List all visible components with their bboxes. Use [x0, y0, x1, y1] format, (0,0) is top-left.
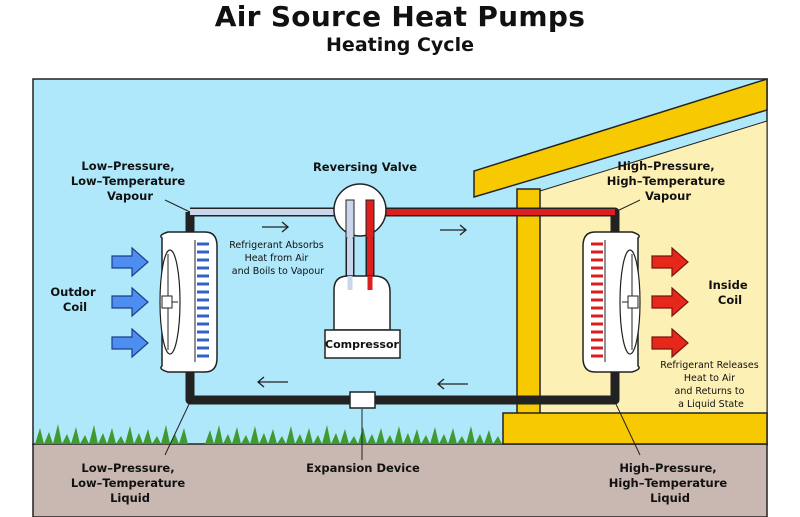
absorbs-line-2: Heat from Air	[245, 253, 309, 264]
blue-arrow-icon	[111, 286, 149, 318]
compressor	[324, 275, 401, 359]
lp-vapour-line-3: Vapour	[107, 189, 153, 203]
blue-arrow-icon	[111, 327, 149, 359]
lp-liquid-line-1: Low–Pressure,	[81, 461, 174, 475]
flow-arrows	[256, 221, 468, 390]
reversing-valve-label: Reversing Valve	[313, 160, 417, 174]
compressor-label: Compressor	[325, 338, 400, 351]
house-floor	[502, 412, 768, 445]
inside-coil-line-1: Inside	[708, 278, 747, 292]
outdoor-coil-label: Outdor Coil	[50, 285, 99, 314]
lp-liquid-line-3: Liquid	[110, 491, 150, 505]
flow-arrow-left-icon	[436, 378, 468, 390]
hp-vapour-line-3: Vapour	[645, 189, 691, 203]
releases-label: Refrigerant Releases Heat to Air and Ret…	[660, 360, 761, 410]
outdoor-coil-line-2: Coil	[63, 300, 87, 314]
reversing-valve	[333, 183, 387, 278]
house-wall-post	[516, 188, 541, 416]
red-arrow-icon	[651, 327, 689, 359]
expansion-device	[349, 391, 376, 409]
releases-line-2: Heat to Air	[684, 373, 735, 384]
hp-vapour-line-2: High–Temperature	[607, 174, 726, 188]
blue-arrow-icon	[111, 246, 149, 278]
page-subtitle: Heating Cycle	[326, 34, 474, 56]
releases-line-1: Refrigerant Releases	[660, 360, 758, 371]
hp-liquid-line-1: High–Pressure,	[619, 461, 716, 475]
grass	[35, 424, 502, 444]
expansion-device-label: Expansion Device	[306, 461, 420, 475]
lp-liquid-label: Low–Pressure, Low–Temperature Liquid	[71, 461, 189, 505]
inside-coil-line-2: Coil	[718, 293, 742, 307]
absorbs-line-3: and Boils to Vapour	[232, 266, 324, 277]
house-roof	[473, 77, 768, 199]
outdoor-air-arrows	[111, 246, 149, 359]
outdoor-coil-line-1: Outdor	[50, 285, 96, 299]
inside-air-arrows	[651, 246, 689, 359]
outdoor-coil-unit	[159, 231, 218, 373]
flow-arrow-left-icon	[256, 376, 288, 388]
flow-arrow-right-icon	[440, 224, 468, 236]
releases-line-4: a Liquid State	[678, 399, 744, 410]
hp-vapour-label: High–Pressure, High–Temperature Vapour	[607, 159, 729, 203]
absorbs-line-1: Refrigerant Absorbs	[229, 240, 324, 251]
red-arrow-icon	[651, 286, 689, 318]
hp-liquid-label: High–Pressure, High–Temperature Liquid	[609, 461, 731, 505]
lp-vapour-line-2: Low–Temperature	[71, 174, 186, 188]
flow-arrow-right-icon	[262, 221, 290, 233]
inside-coil-unit	[582, 231, 641, 373]
inside-coil-label: Inside Coil	[708, 278, 751, 307]
red-arrow-icon	[651, 246, 689, 278]
lp-vapour-line-1: Low–Pressure,	[81, 159, 174, 173]
lp-liquid-line-2: Low–Temperature	[71, 476, 186, 490]
absorbs-label: Refrigerant Absorbs Heat from Air and Bo…	[229, 240, 326, 277]
hp-liquid-line-2: High–Temperature	[609, 476, 728, 490]
lp-vapour-label: Low–Pressure, Low–Temperature Vapour	[71, 159, 189, 203]
page-title: Air Source Heat Pumps	[214, 0, 586, 33]
hp-liquid-line-3: Liquid	[650, 491, 690, 505]
hp-vapour-line-1: High–Pressure,	[617, 159, 714, 173]
releases-line-3: and Returns to	[675, 386, 745, 397]
ground	[32, 443, 768, 517]
